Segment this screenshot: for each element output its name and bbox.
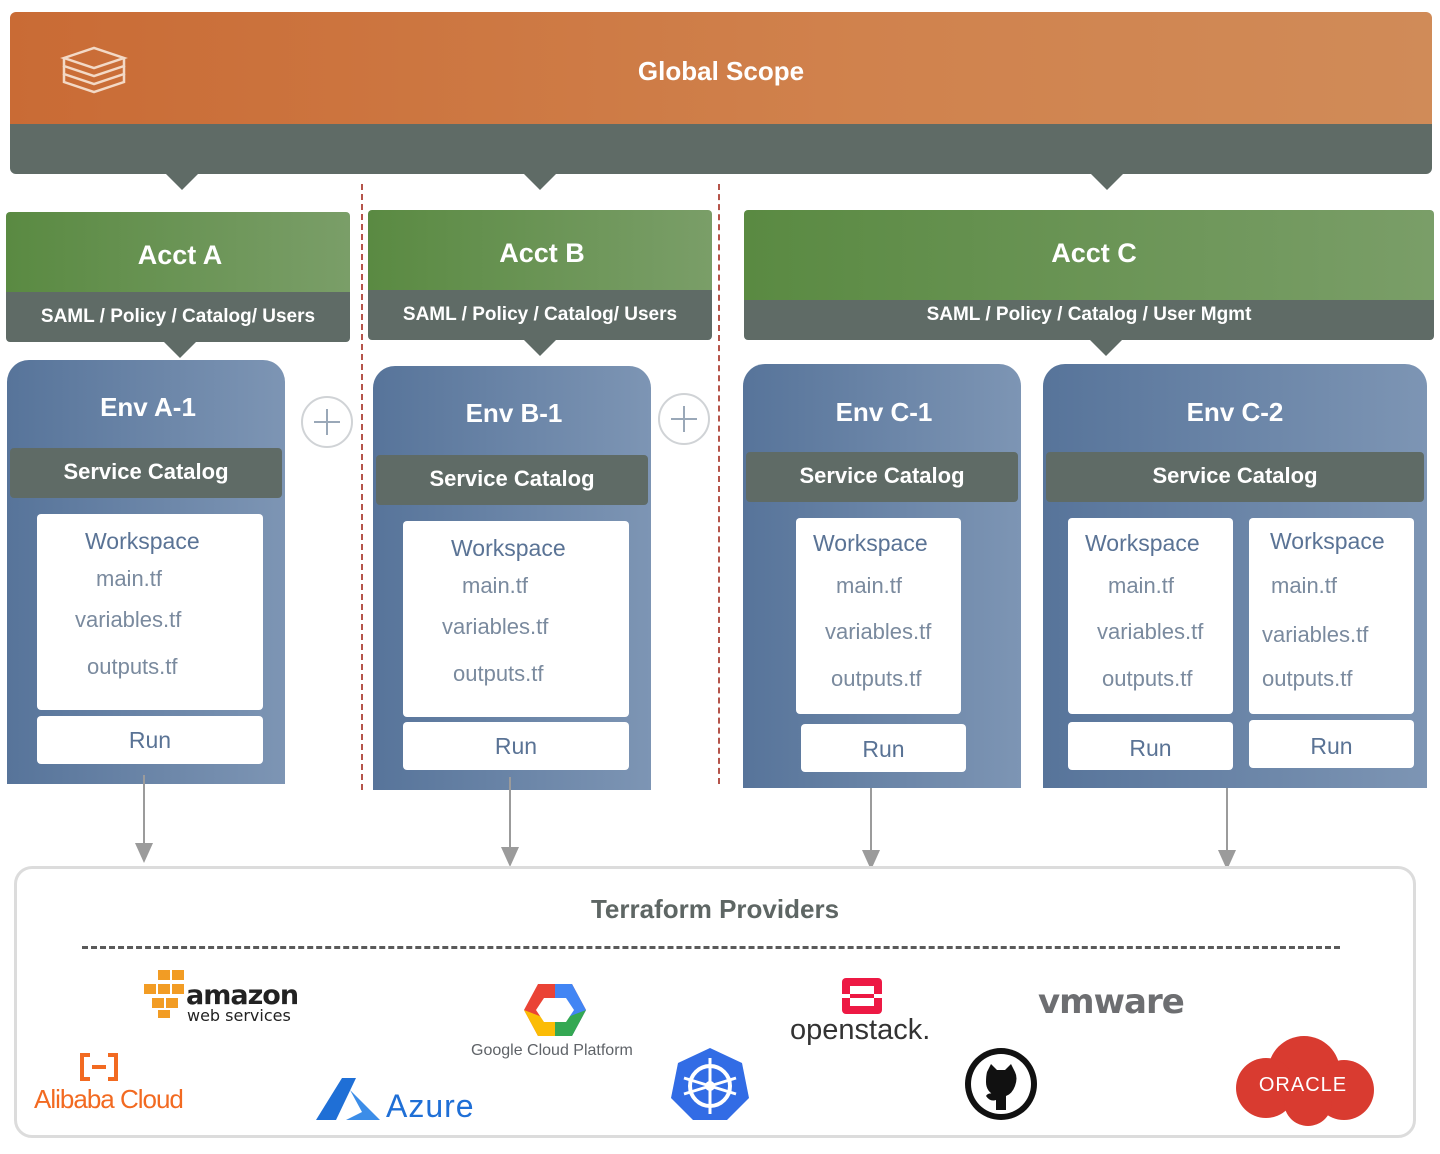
env-c1-run-button[interactable]: Run bbox=[801, 724, 966, 772]
env-a1-workspace-label: Workspace bbox=[85, 528, 200, 554]
env-c2-ws1-run-button[interactable]: Run bbox=[1068, 722, 1233, 770]
oracle-logo-text: ORACLE bbox=[1258, 1074, 1348, 1096]
azure-logo-text: Azure bbox=[386, 1088, 475, 1124]
account-a-header bbox=[6, 212, 350, 296]
env-a1-run-button[interactable]: Run bbox=[37, 716, 263, 764]
add-environment-a-icon[interactable] bbox=[301, 396, 353, 448]
providers-divider bbox=[82, 946, 1340, 949]
env-c2-ws2-label: Workspace bbox=[1270, 528, 1385, 554]
global-scope-banner bbox=[10, 12, 1432, 124]
arrow-b-line bbox=[509, 777, 511, 847]
env-c1-service-catalog: Service Catalog bbox=[746, 452, 1018, 502]
account-a-policies: SAML / Policy / Catalog/ Users bbox=[6, 292, 350, 342]
arrow-c2-head bbox=[1218, 850, 1236, 870]
account-divider-2 bbox=[718, 184, 720, 784]
add-environment-b-icon[interactable] bbox=[658, 393, 710, 445]
env-b1-outputs-tf: outputs.tf bbox=[453, 661, 544, 686]
openstack-logo-text: openstack. bbox=[790, 1014, 931, 1046]
env-c1-workspace-card[interactable] bbox=[796, 518, 961, 714]
env-c2-ws2-main-tf: main.tf bbox=[1271, 573, 1338, 598]
account-b-policies: SAML / Policy / Catalog/ Users bbox=[368, 290, 712, 340]
account-divider-1 bbox=[361, 184, 363, 790]
env-c2-title: Env C-2 bbox=[1186, 397, 1284, 427]
env-c2-workspace-card-2[interactable] bbox=[1249, 518, 1414, 714]
env-b1-workspace-label: Workspace bbox=[451, 535, 566, 561]
arrow-c1-line bbox=[870, 788, 872, 850]
google-cloud-logo-text: Google Cloud Platform bbox=[471, 1042, 633, 1059]
global-pointer-a bbox=[166, 174, 198, 190]
arrow-c1-head bbox=[862, 850, 880, 870]
env-c1-outputs-tf: outputs.tf bbox=[831, 666, 922, 691]
account-c-policies: SAML / Policy / Catalog / User Mgmt bbox=[744, 300, 1434, 340]
env-c2-ws2-variables-tf: variables.tf bbox=[1262, 622, 1369, 647]
env-c1-workspace-label: Workspace bbox=[813, 530, 928, 556]
env-c2-ws1-variables-tf: variables.tf bbox=[1097, 619, 1204, 644]
account-a-pointer bbox=[164, 342, 196, 358]
env-c1-title: Env C-1 bbox=[835, 397, 933, 427]
account-b-pointer bbox=[524, 340, 556, 356]
global-pointer-b bbox=[524, 174, 556, 190]
env-c1-main-tf: main.tf bbox=[836, 573, 903, 598]
kubernetes-icon bbox=[671, 1048, 749, 1120]
arrow-a-head bbox=[135, 843, 153, 863]
google-cloud-icon bbox=[524, 984, 586, 1036]
account-b-header bbox=[368, 210, 712, 294]
env-c2-ws1-main-tf: main.tf bbox=[1108, 573, 1175, 598]
account-a-title: Acct A bbox=[137, 240, 223, 270]
env-c2-service-catalog: Service Catalog bbox=[1046, 452, 1424, 502]
arrow-b-head bbox=[501, 847, 519, 867]
aws-logo-subtext: web services bbox=[187, 1006, 291, 1025]
stack-layers-icon bbox=[60, 46, 128, 94]
env-c1-variables-tf: variables.tf bbox=[825, 619, 932, 644]
env-c2-workspace-card-1[interactable] bbox=[1068, 518, 1233, 714]
account-c-title: Acct C bbox=[1051, 238, 1137, 268]
global-scope-title: Global Scope bbox=[637, 56, 805, 86]
vmware-logo-text: vmware bbox=[1038, 982, 1185, 1022]
env-b1-run-button[interactable]: Run bbox=[403, 722, 629, 770]
env-a1-variables-tf: variables.tf bbox=[75, 607, 182, 632]
env-a1-title: Env A-1 bbox=[100, 392, 196, 422]
oracle-cloud-icon bbox=[1236, 1036, 1374, 1126]
aws-cubes-icon bbox=[144, 970, 184, 1018]
arrow-a-line bbox=[143, 775, 145, 845]
terraform-providers-title: Terraform Providers bbox=[590, 894, 840, 924]
env-a1-main-tf: main.tf bbox=[96, 566, 163, 591]
account-b-title: Acct B bbox=[499, 238, 585, 268]
env-c2-ws1-outputs-tf: outputs.tf bbox=[1102, 666, 1193, 691]
alibaba-cloud-icon bbox=[80, 1053, 118, 1081]
github-icon bbox=[965, 1048, 1037, 1120]
env-a1-workspace-card[interactable] bbox=[37, 514, 263, 710]
arrow-c2-line bbox=[1226, 788, 1228, 850]
env-b1-title: Env B-1 bbox=[465, 398, 563, 428]
env-b1-main-tf: main.tf bbox=[462, 573, 529, 598]
env-c2-ws2-run-button[interactable]: Run bbox=[1249, 720, 1414, 768]
account-c-header bbox=[744, 210, 1434, 302]
account-c-pointer bbox=[1090, 340, 1122, 356]
env-a1-service-catalog: Service Catalog bbox=[10, 448, 282, 498]
global-scope-base bbox=[10, 124, 1432, 174]
aws-logo-text: amazon bbox=[186, 980, 299, 1011]
env-b1-variables-tf: variables.tf bbox=[442, 614, 549, 639]
env-c2-ws2-outputs-tf: outputs.tf bbox=[1262, 666, 1353, 691]
env-a1-outputs-tf: outputs.tf bbox=[87, 654, 178, 679]
azure-icon bbox=[316, 1078, 380, 1120]
alibaba-cloud-logo-text: Alibaba Cloud bbox=[34, 1084, 184, 1114]
global-pointer-c bbox=[1091, 174, 1123, 190]
env-b1-service-catalog: Service Catalog bbox=[376, 455, 648, 505]
openstack-icon bbox=[842, 978, 882, 1014]
env-b1-workspace-card[interactable] bbox=[403, 521, 629, 717]
env-c2-ws1-label: Workspace bbox=[1085, 530, 1200, 556]
